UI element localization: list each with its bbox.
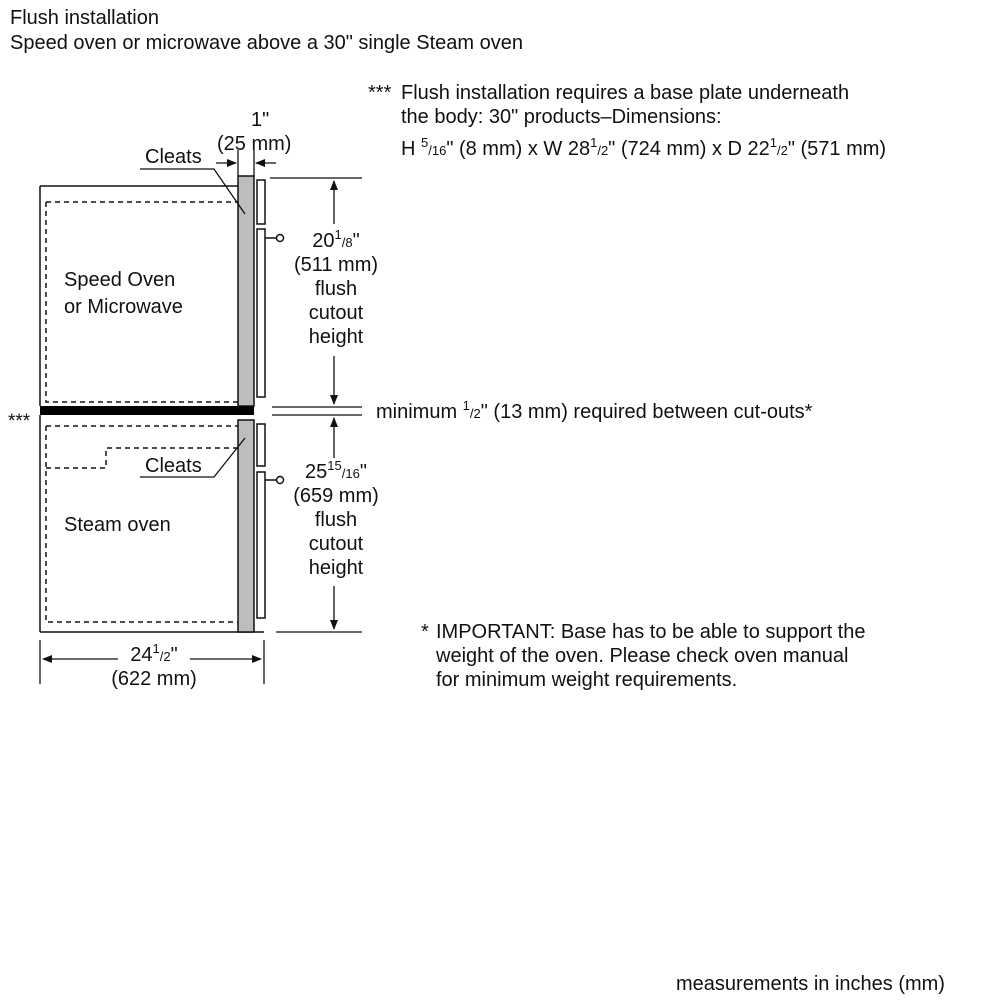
lower-oven-label: Steam oven	[64, 514, 171, 536]
cleat-width-dimension	[216, 150, 276, 176]
cleats-leaders	[140, 168, 246, 478]
base-plate	[40, 406, 254, 415]
cleat-width-inches: 1"	[251, 109, 270, 131]
gap-requirement-note: minimum 1/2" (13 mm) required between cu…	[376, 398, 813, 423]
upper-height-label: 201/8" (511 mm) flush cutout height	[293, 227, 379, 348]
base-plate-note-line1: Flush installation requires a base plate…	[401, 82, 850, 104]
width-dimension	[39, 640, 265, 684]
upper-oven-label-line2: or Microwave	[64, 296, 183, 318]
important-marker: *	[421, 621, 429, 643]
cleats-label-lower: Cleats	[145, 455, 202, 477]
lower-cabinet	[39, 415, 264, 633]
cleat-width-mm: (25 mm)	[217, 133, 292, 155]
important-line1: IMPORTANT: Base has to be able to suppor…	[436, 621, 866, 643]
upper-oven-label-line1: Speed Oven	[64, 269, 176, 291]
upper-door-profile	[256, 179, 285, 398]
lower-door-profile	[256, 423, 285, 619]
measurements-footer: measurements in inches (mm)	[676, 973, 945, 995]
base-plate-note-marker: ***	[368, 82, 392, 104]
upper-oven-dashed-outline	[45, 201, 238, 403]
upper-cabinet	[39, 185, 238, 406]
cleat-upper	[237, 175, 255, 407]
cleat-lower	[237, 419, 255, 633]
base-plate-note-dimensions: H 5/16" (8 mm) x W 281/2" (724 mm) x D 2…	[401, 135, 887, 160]
page-subtitle: Speed oven or microwave above a 30" sing…	[10, 32, 523, 54]
lower-oven-dashed-outline	[45, 425, 238, 623]
important-line2: weight of the oven. Please check oven ma…	[436, 645, 849, 667]
lower-oven-dashed-step	[46, 447, 238, 469]
lower-height-label: 2515/16" (659 mm) flush cutout height	[293, 458, 379, 579]
upper-height-dimension	[270, 177, 362, 405]
cleats-label-upper: Cleats	[145, 146, 202, 168]
lower-height-dimension	[276, 417, 362, 633]
width-label: 241/2" (622 mm)	[111, 641, 197, 690]
gap-lines	[272, 406, 362, 416]
base-plate-note-line2: the body: 30" products–Dimensions:	[401, 106, 722, 128]
page-title: Flush installation	[10, 7, 159, 29]
important-line3: for minimum weight requirements.	[436, 669, 738, 691]
base-plate-marker: ***	[8, 411, 31, 432]
